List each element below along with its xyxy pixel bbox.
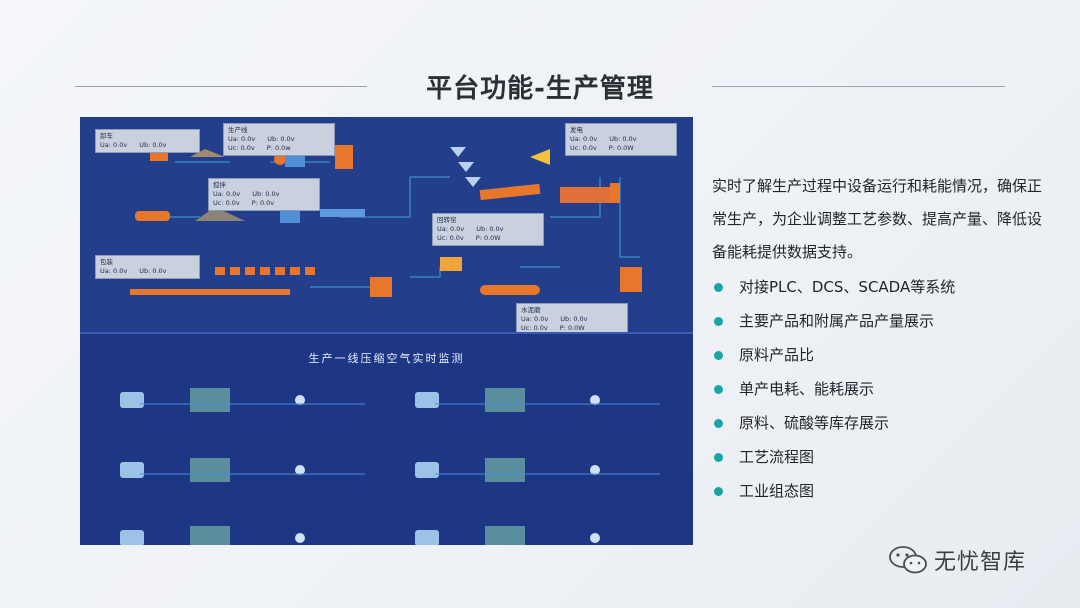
monitor-title: 生产一线压缩空气实时监测 (308, 352, 465, 365)
bullet-dot-icon (714, 385, 723, 394)
info-value: Ua: 0.0v (100, 267, 128, 275)
info-value: Ub: 0.0v (139, 141, 167, 149)
info-box-cement-mill: 水泥磨 Ua: 0.0v Ub: 0.0v Uc: 0.0v P: 0.0W (516, 303, 628, 336)
info-box-name: 发电 (570, 126, 583, 134)
info-value: Uc: 0.0v (228, 144, 255, 152)
title-divider-left (75, 86, 367, 87)
list-item-label: 对接PLC、DCS、SCADA等系统 (739, 278, 956, 296)
info-box-name: 搅拌 (213, 181, 226, 189)
info-box-rotary-kiln: 回转窑 Ua: 0.0v Ub: 0.0v Uc: 0.0v P: 0.0W (432, 213, 544, 246)
info-box-row: Ua: 0.0v Ub: 0.0v (437, 225, 539, 234)
info-box-row: Ua: 0.0v Ub: 0.0v (100, 141, 195, 150)
brand-name: 无忧智库 (934, 550, 1027, 575)
info-box-packaging: 包装 Ua: 0.0v Ub: 0.0v (95, 255, 200, 279)
info-box-name: 包装 (100, 258, 113, 266)
bullet-dot-icon (714, 317, 723, 326)
air-monitor-panel (80, 334, 693, 545)
brand-watermark: 无忧智库 (888, 540, 1026, 580)
info-value: Ub: 0.0v (252, 190, 280, 198)
info-value: P: 0.0W (559, 324, 585, 332)
list-item: 工艺流程图 (712, 440, 1042, 474)
info-box-row: Ua: 0.0v Ub: 0.0v (228, 135, 330, 144)
production-dashboard-screenshot: 卸车 Ua: 0.0v Ub: 0.0v 生产线 Ua: 0.0v Ub: 0.… (80, 117, 693, 545)
info-value: Ua: 0.0v (100, 141, 128, 149)
list-item-label: 工艺流程图 (739, 448, 815, 466)
info-value: Uc: 0.0v (570, 144, 597, 152)
info-box-name: 生产线 (228, 126, 248, 134)
bullet-dot-icon (714, 351, 723, 360)
info-box-row: Uc: 0.0v P: 0.0W (437, 234, 539, 243)
info-box-power-generation: 发电 Ua: 0.0v Ub: 0.0v Uc: 0.0v P: 0.0W (565, 123, 677, 156)
list-item: 工业组态图 (712, 474, 1042, 508)
info-box-row: Ua: 0.0v Ub: 0.0v (100, 267, 195, 276)
info-value: Uc: 0.0v (521, 324, 548, 332)
info-box-row: Ua: 0.0v Ub: 0.0v (521, 315, 623, 324)
info-value: P: 0.0W (608, 144, 634, 152)
list-item: 单产电耗、能耗展示 (712, 372, 1042, 406)
slide-title: 平台功能-生产管理 (426, 74, 654, 104)
info-box-row: Uc: 0.0v P: 0.0v (213, 199, 315, 208)
info-value: Uc: 0.0v (437, 234, 464, 242)
info-box-row: Ua: 0.0v Ub: 0.0v (570, 135, 672, 144)
info-box-row: Uc: 0.0v P: 0.0w (228, 144, 330, 153)
list-item: 原料产品比 (712, 338, 1042, 372)
info-value: Ua: 0.0v (228, 135, 256, 143)
info-value: Ua: 0.0v (213, 190, 241, 198)
bullet-dot-icon (714, 487, 723, 496)
list-item-label: 原料、硫酸等库存展示 (739, 414, 890, 432)
bullet-dot-icon (714, 283, 723, 292)
info-value: Ub: 0.0v (609, 135, 637, 143)
list-item-label: 原料产品比 (739, 346, 815, 364)
title-divider-right (712, 86, 1005, 87)
description-text: 实时了解生产过程中设备运行和耗能情况，确保正常生产，为企业调整工艺参数、提高产量… (712, 177, 1043, 261)
info-value: P: 0.0v (251, 199, 275, 207)
compressor-monitor-diagram (120, 388, 660, 545)
bullet-dot-icon (714, 453, 723, 462)
info-value: P: 0.0w (266, 144, 291, 152)
list-item: 对接PLC、DCS、SCADA等系统 (712, 270, 1042, 304)
bullet-dot-icon (714, 419, 723, 428)
info-value: Ua: 0.0v (521, 315, 549, 323)
feature-list: 对接PLC、DCS、SCADA等系统 主要产品和附属产品产量展示 原料产品比 单… (712, 270, 1042, 508)
info-value: Ua: 0.0v (437, 225, 465, 233)
list-item-label: 工业组态图 (739, 482, 815, 500)
info-value: Ub: 0.0v (267, 135, 295, 143)
list-item: 主要产品和附属产品产量展示 (712, 304, 1042, 338)
info-box-row: Ua: 0.0v Ub: 0.0v (213, 190, 315, 199)
wechat-icon (889, 546, 927, 574)
info-box-name: 卸车 (100, 132, 113, 140)
list-item-label: 单产电耗、能耗展示 (739, 380, 875, 398)
info-box-production-line: 生产线 Ua: 0.0v Ub: 0.0v Uc: 0.0v P: 0.0w (223, 123, 335, 156)
info-value: Ua: 0.0v (570, 135, 598, 143)
process-flow-panel: 卸车 Ua: 0.0v Ub: 0.0v 生产线 Ua: 0.0v Ub: 0.… (80, 117, 693, 336)
info-value: Ub: 0.0v (139, 267, 167, 275)
title-row: 平台功能-生产管理 (0, 66, 1080, 106)
info-value: Ub: 0.0v (560, 315, 588, 323)
info-box-unloading: 卸车 Ua: 0.0v Ub: 0.0v (95, 129, 200, 153)
list-item-label: 主要产品和附属产品产量展示 (739, 312, 935, 330)
info-box-name: 水泥磨 (521, 306, 541, 314)
info-value: Uc: 0.0v (213, 199, 240, 207)
panel-divider (80, 332, 693, 334)
info-value: Ub: 0.0v (476, 225, 504, 233)
info-box-row: Uc: 0.0v P: 0.0W (521, 324, 623, 333)
info-value: P: 0.0W (475, 234, 501, 242)
list-item: 原料、硫酸等库存展示 (712, 406, 1042, 440)
info-box-row: Uc: 0.0v P: 0.0W (570, 144, 672, 153)
info-box-name: 回转窑 (437, 216, 457, 224)
info-box-mixing: 搅拌 Ua: 0.0v Ub: 0.0v Uc: 0.0v P: 0.0v (208, 178, 320, 211)
process-flow-diagram (130, 145, 642, 297)
